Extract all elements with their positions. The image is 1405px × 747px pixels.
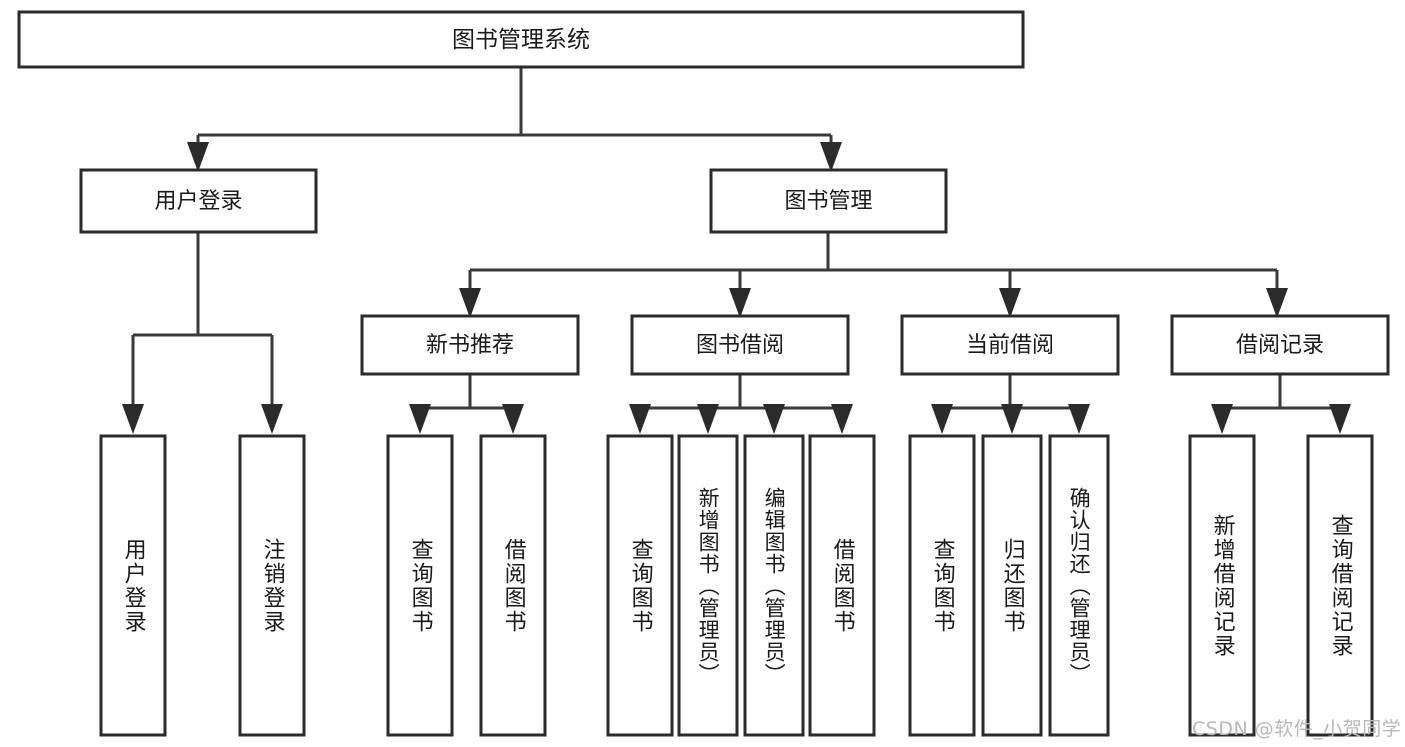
arrow-head-icon — [261, 404, 283, 434]
node-label-borrow-record: 借阅记录 — [1236, 333, 1324, 358]
arrow-head-icon — [409, 404, 431, 434]
node-box-book-borrow — [630, 314, 850, 376]
node-box-borrow-record — [1170, 314, 1390, 376]
arrow-head-icon — [1211, 404, 1233, 434]
node-box-leaf-confirm-return — [1048, 434, 1110, 737]
arrow-head-icon — [1068, 404, 1090, 434]
node-box-leaf-return-book — [981, 434, 1043, 737]
node-box-leaf-query-book-cur — [908, 434, 976, 737]
node-label-book-manage: 图书管理 — [784, 189, 872, 214]
arrow-head-icon — [1266, 288, 1288, 318]
node-box-leaf-user-login — [99, 434, 167, 737]
node-box-leaf-add-record — [1188, 434, 1256, 737]
node-label-new-book-rec: 新书推荐 — [426, 333, 514, 358]
node-box-leaf-query-record — [1306, 434, 1374, 737]
node-label-user-login: 用户登录 — [154, 189, 242, 214]
arrow-head-icon — [763, 404, 785, 434]
arrow-head-icon — [697, 404, 719, 434]
node-box-user-login — [79, 168, 318, 234]
node-box-root — [17, 10, 1025, 69]
node-boxes-layer — [17, 10, 1390, 737]
node-box-leaf-borrow-book — [808, 434, 876, 737]
node-box-leaf-logout — [238, 434, 306, 737]
node-box-leaf-add-book-admin — [677, 434, 739, 737]
arrow-head-icon — [931, 404, 953, 434]
arrow-head-icon — [729, 288, 751, 318]
node-box-new-book-rec — [360, 314, 580, 376]
node-box-leaf-edit-book-admin — [743, 434, 805, 737]
node-label-current-borrow: 当前借阅 — [966, 333, 1054, 358]
arrow-head-icon — [1001, 404, 1023, 434]
arrow-head-icon — [629, 404, 651, 434]
node-box-book-manage — [709, 168, 948, 234]
arrow-head-icon — [831, 404, 853, 434]
arrow-head-icon — [122, 404, 144, 434]
arrow-head-icon — [502, 404, 524, 434]
arrow-head-icon — [820, 142, 842, 172]
node-box-leaf-query-book — [606, 434, 674, 737]
node-box-current-borrow — [900, 314, 1120, 376]
node-box-leaf-borrow-book-rec — [479, 434, 547, 737]
arrow-head-icon — [999, 288, 1021, 318]
node-label-root: 图书管理系统 — [452, 27, 590, 53]
arrow-head-icon — [187, 142, 209, 172]
node-box-leaf-query-book-rec — [386, 434, 454, 737]
connectors-layer — [122, 67, 1351, 434]
node-label-book-borrow: 图书借阅 — [696, 333, 784, 358]
arrow-head-icon — [1329, 404, 1351, 434]
arrow-head-icon — [459, 288, 481, 318]
csdn-watermark: CSDN @软件_小贺同学 — [1192, 718, 1402, 740]
